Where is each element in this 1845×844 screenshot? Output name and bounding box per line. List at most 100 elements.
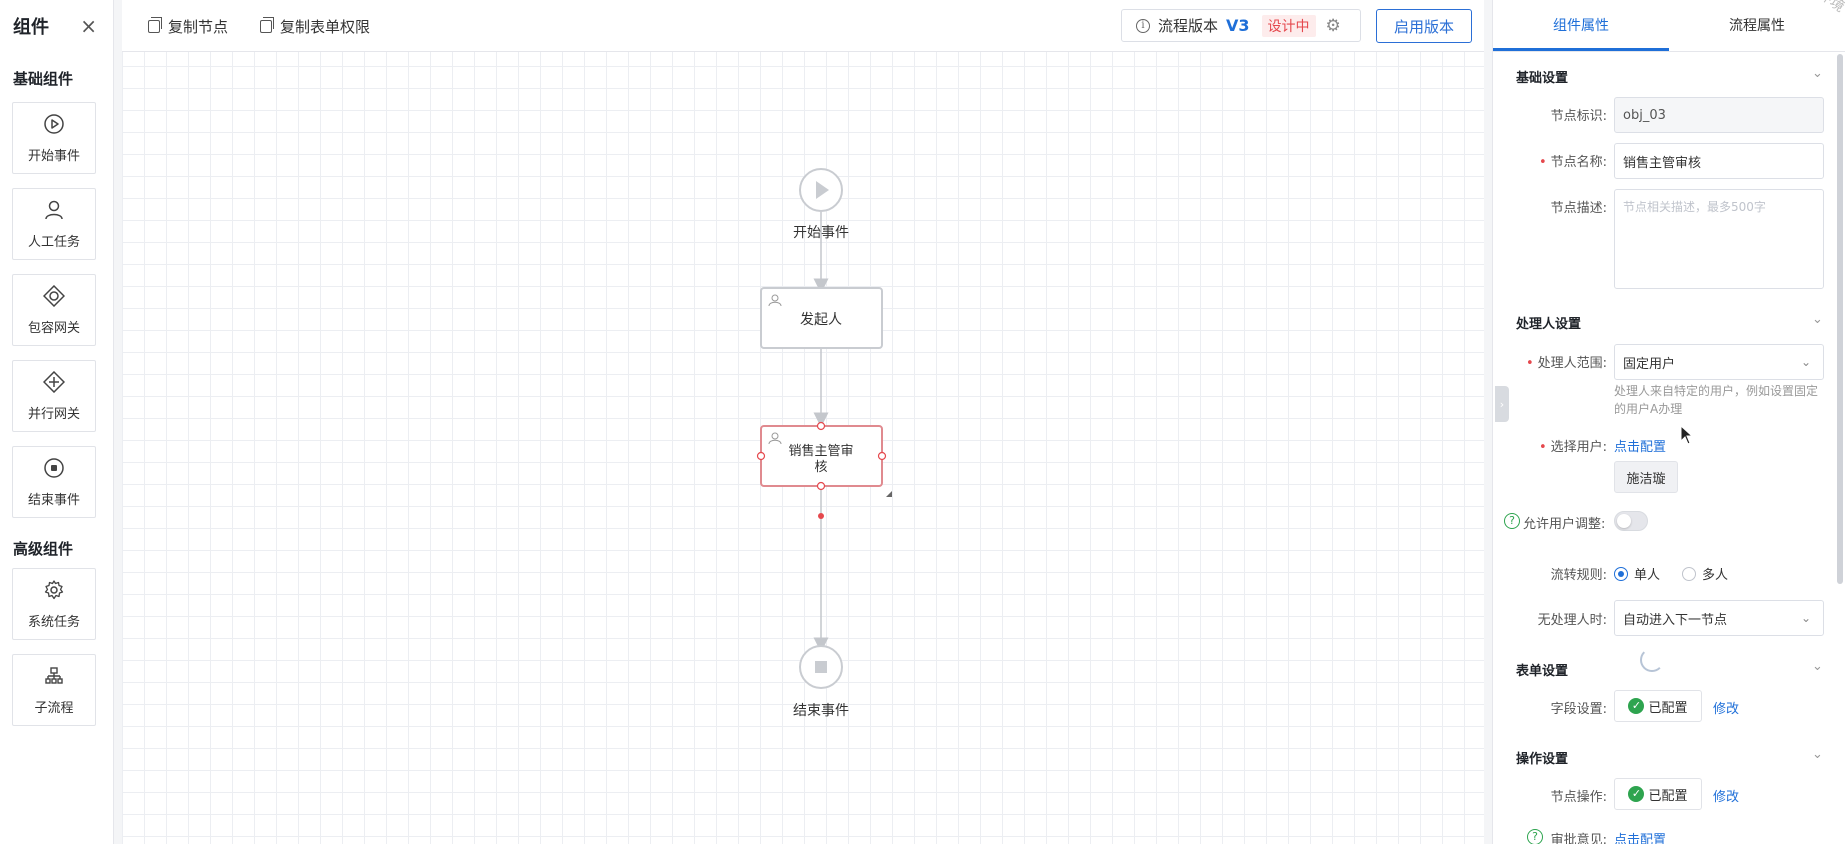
scrollbar[interactable] — [1837, 54, 1843, 584]
basic-settings-heading: 基础设置 — [1516, 71, 1569, 86]
edge-waypoint[interactable] — [818, 513, 824, 519]
copy-icon — [260, 17, 274, 33]
chevron-down-icon[interactable]: ⌄ — [1812, 312, 1823, 327]
diamond-plus-icon — [43, 370, 65, 393]
component-user-task[interactable]: 人工任务 — [12, 188, 96, 260]
select-user-label-text: 选择用户: — [1550, 440, 1607, 455]
connection-handle[interactable] — [816, 421, 826, 431]
component-subprocess[interactable]: 子流程 — [12, 654, 96, 726]
approval-node-label-line1: 销售主管审 — [788, 444, 854, 459]
check-circle-icon: ✓ — [1628, 786, 1645, 802]
no-handler-select[interactable]: 自动进入下一节点 ⌄ — [1614, 600, 1824, 636]
version-label: 流程版本 — [1158, 17, 1219, 35]
user-icon — [768, 432, 782, 445]
handler-range-select[interactable]: 固定用户 ⌄ — [1614, 344, 1824, 380]
node-action-status-text: 已配置 — [1648, 788, 1688, 804]
status-badge: 设计中 — [1261, 14, 1316, 37]
close-icon[interactable]: × — [80, 14, 97, 38]
component-label: 并行网关 — [27, 406, 80, 422]
field-settings-edit-link[interactable]: 修改 — [1713, 702, 1740, 717]
basic-components-heading: 基础组件 — [13, 70, 74, 88]
component-panel-header: 组件 × — [0, 0, 113, 52]
flow-rule-label: 流转规则: — [1550, 568, 1607, 583]
node-name-label-text: 节点名称: — [1550, 155, 1607, 170]
advanced-components-heading: 高级组件 — [13, 540, 74, 558]
handler-range-hint: 处理人来自特定的用户，例如设置固定的用户A办理 — [1614, 384, 1819, 416]
no-handler-label: 无处理人时: — [1537, 613, 1607, 628]
allow-adjust-label: 允许用户调整: — [1523, 517, 1606, 532]
tab-process-properties[interactable]: 流程属性 — [1729, 18, 1785, 34]
approval-opinion-label: 审批意见: — [1550, 833, 1607, 844]
component-label: 子流程 — [34, 700, 74, 716]
radio-dot — [1682, 566, 1696, 581]
end-event-node[interactable] — [799, 645, 843, 689]
component-parallel-gateway[interactable]: 并行网关 — [12, 360, 96, 432]
connection-handle[interactable] — [756, 451, 766, 461]
component-label: 系统任务 — [27, 614, 80, 630]
field-settings-status-text: 已配置 — [1648, 700, 1688, 716]
selected-user-chip[interactable]: 施洁璇 — [1614, 461, 1678, 493]
resize-handle[interactable] — [886, 491, 892, 497]
component-label: 人工任务 — [27, 234, 80, 250]
chevron-down-icon[interactable]: ⌄ — [1812, 66, 1823, 81]
connection-handle[interactable] — [816, 481, 826, 491]
gear-icon[interactable]: ⚙ — [1325, 15, 1341, 36]
component-inclusive-gateway[interactable]: 包容网关 — [12, 274, 96, 346]
tab-component-properties[interactable]: 组件属性 — [1493, 0, 1669, 51]
canvas-toolbar: 复制节点 复制表单权限 i 流程版本 V3 设计中 ⚙ 启用版本 — [122, 0, 1484, 52]
required-mark: • — [1538, 155, 1547, 170]
required-mark: • — [1538, 440, 1547, 455]
initiator-node-label: 发起人 — [800, 312, 842, 328]
handler-range-value: 固定用户 — [1623, 356, 1676, 372]
field-settings-status: ✓ 已配置 — [1614, 690, 1702, 722]
handler-range-label-text: 处理人范围: — [1537, 356, 1607, 371]
chevron-down-icon: ⌄ — [1800, 611, 1811, 625]
mouse-cursor-icon — [1680, 425, 1694, 445]
play-circle-icon — [44, 113, 64, 134]
node-id-field: obj_03 — [1614, 97, 1824, 133]
required-mark: • — [1525, 356, 1534, 371]
properties-tabs: 组件属性 流程属性 需求环境 — [1493, 0, 1845, 52]
node-desc-field[interactable]: 节点相关描述，最多500字 — [1614, 189, 1824, 289]
approval-opinion-link[interactable]: 点击配置 — [1614, 833, 1667, 844]
component-panel: 组件 × 基础组件 开始事件 人工任务 包容网关 并行网关 结束事件 高级组件 … — [0, 0, 114, 844]
start-event-label: 开始事件 — [793, 225, 849, 241]
component-label: 结束事件 — [27, 492, 80, 508]
flow-rule-single-radio[interactable]: 单人 — [1614, 564, 1660, 583]
version-info: i 流程版本 V3 设计中 ⚙ — [1121, 9, 1361, 42]
node-action-label: 节点操作: — [1550, 790, 1607, 805]
user-icon — [45, 200, 63, 219]
copy-form-permission-label: 复制表单权限 — [280, 18, 371, 36]
start-event-node[interactable] — [799, 168, 843, 212]
select-user-label: •选择用户: — [1515, 436, 1607, 455]
no-handler-value: 自动进入下一节点 — [1623, 612, 1728, 628]
copy-icon — [148, 17, 162, 33]
copy-node-button[interactable]: 复制节点 — [148, 16, 228, 37]
allow-adjust-toggle[interactable] — [1614, 511, 1648, 531]
node-desc-label: 节点描述: — [1550, 201, 1607, 216]
node-name-label: •节点名称: — [1515, 151, 1607, 170]
node-name-field[interactable]: 销售主管审核 — [1614, 143, 1824, 179]
component-end-event[interactable]: 结束事件 — [12, 446, 96, 518]
component-start-event[interactable]: 开始事件 — [12, 102, 96, 174]
chevron-down-icon[interactable]: ⌄ — [1812, 659, 1823, 674]
chevron-right-icon[interactable]: › — [1495, 386, 1509, 422]
hierarchy-icon — [45, 666, 63, 684]
flow-rule-option-label: 多人 — [1702, 568, 1729, 583]
copy-form-permission-button[interactable]: 复制表单权限 — [260, 16, 370, 37]
enable-version-button[interactable]: 启用版本 — [1376, 9, 1472, 43]
component-system-task[interactable]: 系统任务 — [12, 568, 96, 640]
node-action-edit-link[interactable]: 修改 — [1713, 790, 1740, 805]
flow-rule-multi-radio[interactable]: 多人 — [1682, 564, 1728, 583]
help-icon[interactable]: ? — [1504, 513, 1520, 529]
user-icon — [768, 294, 782, 307]
flow-canvas[interactable] — [122, 0, 1484, 844]
select-user-link[interactable]: 点击配置 — [1614, 440, 1667, 455]
sales-manager-approval-node[interactable] — [756, 421, 893, 498]
help-icon[interactable]: ? — [1527, 829, 1543, 844]
initiator-node[interactable] — [760, 287, 883, 349]
connection-handle[interactable] — [877, 451, 887, 461]
component-label: 包容网关 — [27, 320, 80, 336]
chevron-down-icon[interactable]: ⌄ — [1812, 747, 1823, 762]
